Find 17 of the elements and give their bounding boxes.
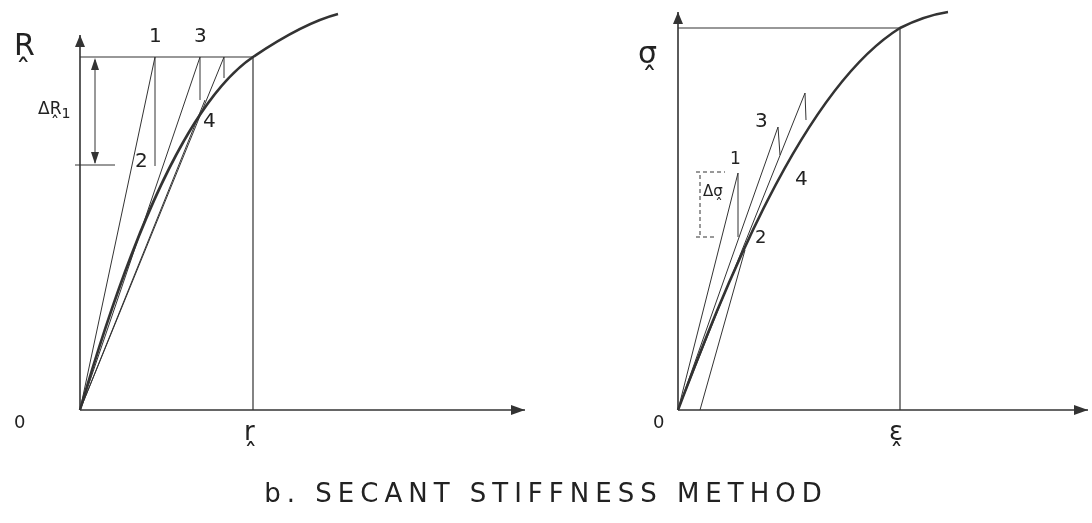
- axis-label: 0: [14, 413, 26, 431]
- axis-label: 4: [203, 110, 216, 130]
- axis-label: 1: [149, 25, 162, 45]
- axis-label: 4: [795, 168, 808, 188]
- axis-label: Δσ̭: [703, 184, 723, 199]
- axis-label: σ̭: [638, 38, 657, 68]
- axis-label: 0: [653, 413, 665, 431]
- axis-label: ε̭: [889, 418, 904, 444]
- axis-label: 3: [194, 25, 207, 45]
- axis-label: ΔR̭$_{1}$: [38, 100, 71, 121]
- axis-label: 2: [755, 228, 767, 246]
- axis-label: r̭: [244, 418, 255, 444]
- axis-label: 1: [730, 150, 741, 167]
- axis-label: 2: [135, 150, 148, 170]
- figure-caption: b. SECANT STIFFNESS METHOD: [263, 478, 829, 510]
- axis-label: 3: [755, 110, 768, 130]
- axis-label: R̭: [14, 30, 35, 60]
